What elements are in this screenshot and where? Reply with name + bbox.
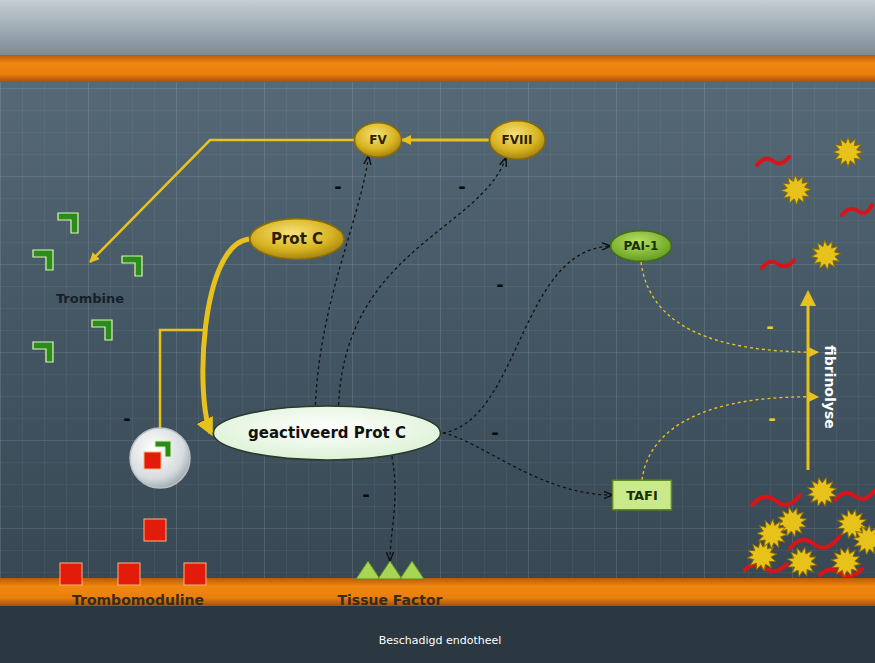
inhibition-sign: - — [123, 408, 130, 429]
inhibitor-ellipse: PAI-1 — [610, 230, 672, 262]
node-text: TAFI — [626, 488, 658, 503]
node-text: FVIII — [502, 133, 533, 147]
node-text: Trombine — [56, 291, 124, 306]
connector — [339, 158, 506, 405]
fibrinolyse-arrow — [807, 304, 810, 470]
connector — [642, 397, 818, 480]
platelet — [757, 519, 787, 549]
inhibition-sign: - — [768, 408, 775, 429]
tissue-factor-symbols — [330, 560, 450, 580]
node-text: FV — [369, 133, 386, 147]
node-text: geactiveerd Prot C — [248, 424, 406, 442]
connector — [203, 239, 249, 433]
inhibition-sign: - — [491, 422, 498, 443]
part-label: Trombomoduline — [72, 592, 204, 608]
platelet — [831, 547, 861, 577]
connector — [90, 140, 354, 262]
connector — [443, 246, 610, 433]
inhibition-sign: - — [334, 176, 341, 197]
platelet — [807, 477, 836, 506]
factor-ellipse: FV — [354, 122, 402, 158]
node-text: fibrinolyse — [822, 345, 838, 428]
inhibition-sign: - — [766, 316, 773, 337]
connector — [402, 139, 489, 142]
fibrinolyse-arrowhead — [800, 290, 816, 306]
tissue-factor-group: Tissue Factor — [330, 560, 450, 608]
trombine-group: Trombine — [36, 262, 144, 306]
protein-ellipse: Prot C — [249, 218, 345, 260]
protein-ellipse: geactiveerd Prot C — [211, 405, 443, 461]
node-text: Prot C — [271, 230, 323, 248]
trombine-trombomoduline-complex — [130, 330, 207, 488]
inhibition-sign: - — [496, 274, 503, 295]
region-label: Beschadigd endotheel — [379, 634, 502, 647]
connector — [315, 157, 368, 406]
process-label: fibrinolyse — [818, 325, 842, 449]
connector — [390, 456, 395, 560]
platelet — [811, 240, 841, 270]
platelet — [833, 137, 863, 167]
platelet — [787, 547, 816, 576]
trombine-symbols — [33, 213, 142, 362]
inhibition-sign: - — [458, 176, 465, 197]
process-box: TAFI — [612, 480, 672, 510]
inhibition-sign: - — [362, 484, 369, 505]
connector — [443, 433, 612, 495]
fibrin-fragments — [745, 157, 875, 576]
platelet — [853, 525, 875, 555]
platelet-symbols — [747, 137, 875, 577]
connector — [641, 262, 818, 352]
node-text: Tissue Factor — [337, 592, 442, 608]
trombomoduline-symbols — [60, 519, 206, 585]
node-text: PAI-1 — [624, 239, 659, 253]
factor-ellipse: FVIII — [489, 120, 546, 160]
platelet — [781, 175, 811, 205]
